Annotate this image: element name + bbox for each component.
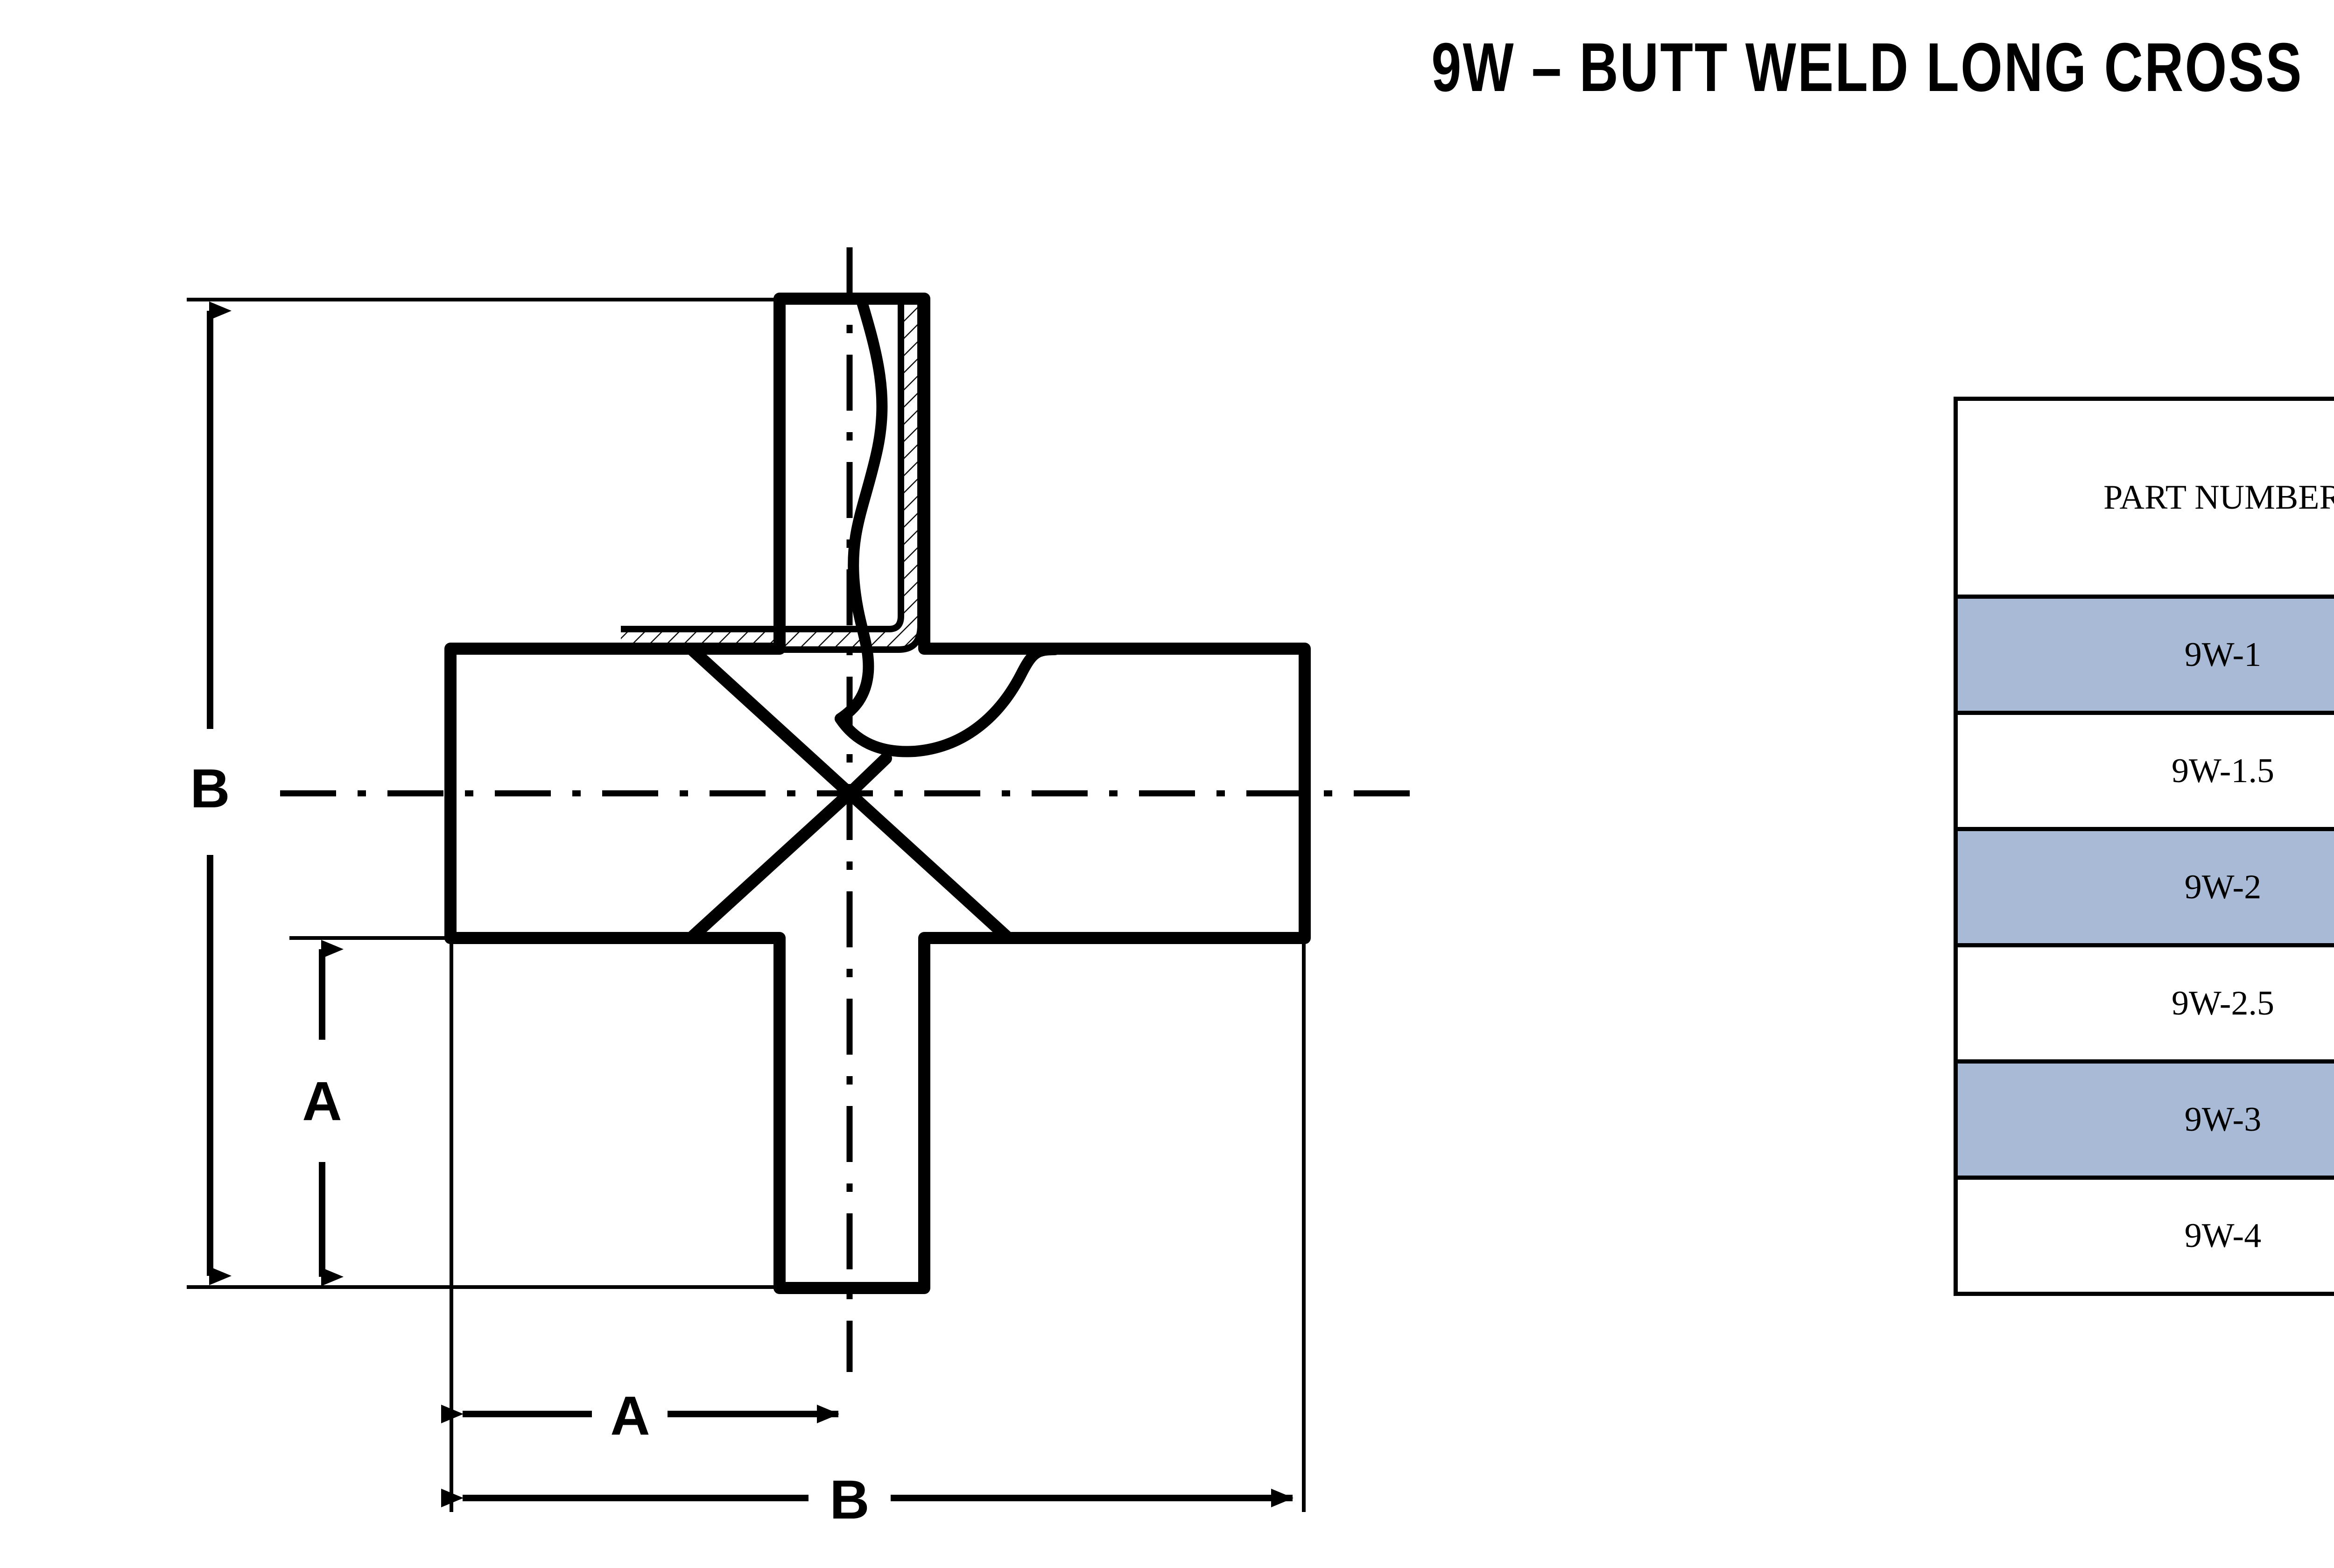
table-header-row: PART NUMBER SIZE (inches) A (inches) B (… — [1954, 397, 2334, 599]
dimension-a-vertical: A — [302, 940, 344, 1286]
table-row: 9W-111.8753.750 — [1954, 595, 2334, 715]
page-title-text: 9W – BUTT WELD LONG CROSS — [1431, 29, 2303, 106]
cell-part-number: 9W-2 — [1954, 827, 2334, 947]
cell-part-number: 9W-2.5 — [1954, 943, 2334, 1064]
dimension-b-vertical: B — [190, 301, 232, 1285]
specification-table: PART NUMBER SIZE (inches) A (inches) B (… — [1954, 397, 2334, 1296]
table-header: PART NUMBER SIZE (inches) A (inches) B (… — [1954, 397, 2334, 599]
table-row: 9W-2.52-1/23.0006.000 — [1954, 943, 2334, 1064]
dimension-a-horizontal: A — [441, 1385, 839, 1447]
dimension-label-a-vertical: A — [302, 1071, 342, 1132]
cell-part-number: 9W-3 — [1954, 1059, 2334, 1180]
cell-part-number: 9W-4 — [1954, 1176, 2334, 1296]
table-row: 9W-333.2506.500 — [1954, 1059, 2334, 1180]
cell-part-number: 9W-1.5 — [1954, 711, 2334, 831]
centerlines — [280, 247, 1410, 1372]
column-header-part-number-main: PART NUMBER — [2103, 478, 2334, 517]
dimension-label-b-horizontal: B — [830, 1469, 869, 1531]
cross-body-outline — [444, 293, 1311, 1294]
extension-lines — [187, 298, 1306, 1512]
table-row: 9W-1.51-1/22.2504.500 — [1954, 711, 2334, 831]
table-row: 9W-443.8757.750 — [1954, 1176, 2334, 1296]
cutaway-section-detail — [621, 294, 1061, 757]
dimension-b-horizontal: B — [441, 1469, 1294, 1531]
table-row: 9W-223.0006.000 — [1954, 827, 2334, 947]
dimension-label-a-horizontal: A — [610, 1385, 650, 1447]
page-title: 9W – BUTT WELD LONG CROSS — [0, 28, 2334, 107]
column-header-part-number: PART NUMBER — [1954, 397, 2334, 599]
cell-part-number: 9W-1 — [1954, 595, 2334, 715]
dimension-label-b-vertical: B — [190, 758, 230, 819]
cross-fitting-drawing: B A A B — [187, 247, 1410, 1531]
table-body: 9W-111.8753.7509W-1.51-1/22.2504.5009W-2… — [1954, 595, 2334, 1296]
